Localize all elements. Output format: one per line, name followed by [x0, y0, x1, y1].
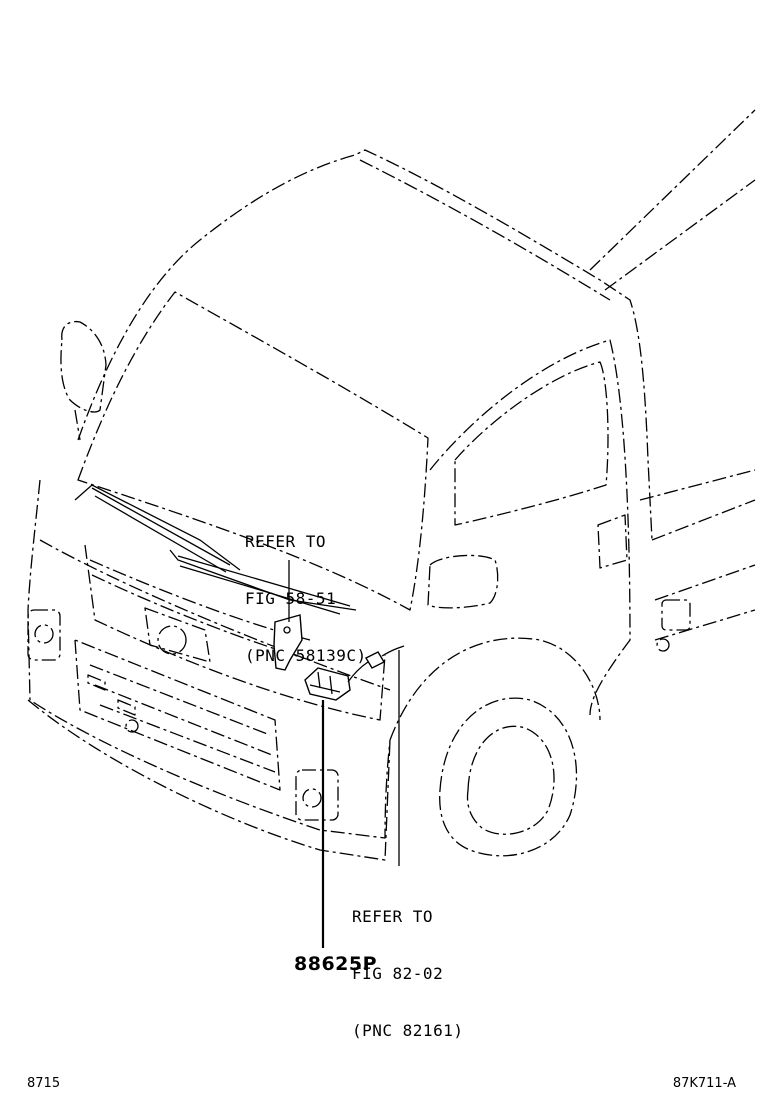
footer-right-code: 87K711-A — [672, 1076, 736, 1091]
wiper-callout-line-3: (PNC 58139C) — [245, 646, 367, 665]
wire-harness — [347, 645, 405, 683]
grille-slot-a — [87, 674, 106, 691]
left-headlamp — [27, 609, 61, 661]
wiper-arm-right — [169, 549, 357, 611]
bed-rail-bottom — [651, 499, 756, 541]
mounting-bracket — [273, 614, 303, 671]
wiper-blade-right — [177, 555, 351, 615]
left-mirror — [60, 320, 107, 413]
left-mirror-arm — [74, 409, 81, 441]
door-window — [454, 361, 609, 526]
grille-slot-b — [117, 699, 136, 716]
front-upper-band — [39, 539, 391, 691]
front-bumper — [27, 699, 391, 861]
bed-rail-lower — [639, 469, 756, 501]
wire-callout-line-1: REFER TO — [352, 907, 434, 926]
rear-lamp — [661, 599, 691, 631]
wiper-callout-line-2: FIG 58-51 — [245, 589, 337, 608]
cab-roof-outline — [77, 149, 653, 541]
cab-roof-inner-line — [359, 159, 611, 301]
left-headlamp-lens — [34, 624, 54, 644]
front-wheel-tire — [439, 697, 578, 857]
bracket-hole — [283, 626, 291, 634]
wire-callout-line-2: FIG 82-02 — [352, 964, 444, 983]
windshield-outline — [77, 291, 429, 611]
right-headlamp-lens — [302, 788, 322, 808]
lower-grille-slats — [89, 664, 276, 773]
door-handle — [597, 514, 628, 569]
front-emblem — [157, 625, 187, 655]
sensor-part-detail — [309, 671, 341, 695]
footer-left-code: 8715 — [27, 1076, 61, 1091]
grille-upper-panel — [84, 544, 386, 721]
right-mirror — [427, 554, 499, 609]
wiper-reference-callout: REFER TO FIG 58-51 (PNC 58139C) — [245, 494, 367, 684]
bed-rail-top — [589, 109, 756, 271]
grille-bolt — [125, 719, 139, 733]
rear-reflector — [656, 638, 670, 652]
part-number-label: 88625P — [294, 953, 378, 975]
wheel-arch — [389, 637, 601, 741]
front-wheel-rim — [466, 725, 555, 835]
door-outline — [429, 339, 631, 716]
bed-rail-middle — [604, 179, 756, 291]
wiper-callout-line-1: REFER TO — [245, 532, 327, 551]
wire-callout-line-3: (PNC 82161) — [352, 1021, 464, 1040]
wire-reference-callout: REFER TO FIG 82-02 (PNC 82161) — [352, 869, 463, 1059]
bed-side-panel — [654, 564, 756, 641]
wiper-arm-left — [74, 484, 241, 571]
wiper-blade-left — [91, 487, 231, 573]
wire-connector — [365, 651, 385, 669]
front-face-outline — [27, 479, 391, 839]
right-headlamp — [295, 769, 339, 821]
lower-grille — [74, 639, 281, 791]
